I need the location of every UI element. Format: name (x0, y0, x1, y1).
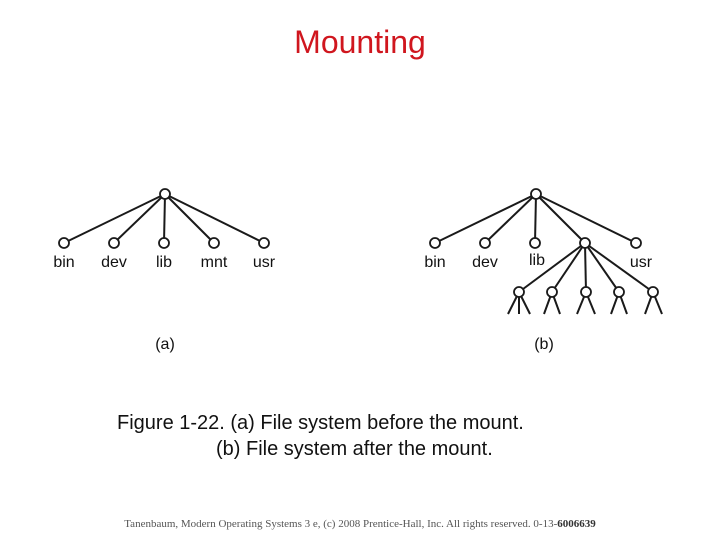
edge-mount-4 (584, 242, 620, 293)
tree-b-label-lib: lib (529, 252, 545, 269)
tree-b-node-dev (479, 237, 491, 249)
edge-b-lib (534, 193, 537, 244)
mounted-subtree (507, 242, 663, 315)
caption-line-1: Figure 1-22. (a) File system before the … (117, 412, 524, 434)
edge-b-mnt (535, 193, 586, 244)
tree-a-label-usr: usr (253, 254, 276, 271)
edge-b-dev (484, 193, 537, 244)
edge-mount-1 (518, 242, 586, 293)
tree-b-root-node (530, 188, 542, 200)
edge-mount-3 (584, 242, 587, 293)
tree-a-node-lib (158, 237, 170, 249)
edge-b-bin (434, 193, 537, 244)
footer-text: Tanenbaum, Modern Operating Systems 3 e,… (124, 518, 558, 530)
mounted-node-2 (546, 286, 558, 298)
edge-a-mnt (164, 193, 215, 244)
caption-line-2: (b) File system after the mount. (216, 438, 493, 460)
tree-a-root-node (159, 188, 171, 200)
tree-b-label-usr: usr (630, 254, 653, 271)
mounted-node-5 (647, 286, 659, 298)
figure-caption: Figure 1-22. (a) File system before the … (0, 410, 720, 462)
slide-title: Mounting (294, 24, 426, 60)
tree-a-node-bin (58, 237, 70, 249)
edge-a-usr (164, 193, 265, 244)
tree-a-label-bin: bin (53, 254, 74, 271)
tree-b-node-bin (429, 237, 441, 249)
mount-diagram: bin dev lib mnt usr (a) (53, 188, 663, 353)
edge-mount-2 (551, 242, 586, 293)
edge-a-lib (163, 193, 166, 244)
edge-b-usr (535, 193, 637, 244)
tree-b-label-bin: bin (424, 254, 445, 271)
tree-b-node-mount-point (579, 237, 591, 249)
tree-a-label-mnt: mnt (201, 254, 228, 271)
tree-b-node-lib (529, 237, 541, 249)
footer-isbn-tail: 6006639 (557, 518, 596, 530)
copyright-footer: Tanenbaum, Modern Operating Systems 3 e,… (0, 518, 720, 530)
tree-a: bin dev lib mnt usr (a) (53, 188, 276, 353)
mounted-node-4 (613, 286, 625, 298)
edge-mount-5 (584, 242, 654, 293)
mounted-node-3 (580, 286, 592, 298)
tree-a-node-mnt (208, 237, 220, 249)
tree-b-label-dev: dev (472, 254, 498, 271)
tree-a-label-lib: lib (156, 254, 172, 271)
tree-a-label-dev: dev (101, 254, 127, 271)
tree-a-node-usr (258, 237, 270, 249)
mounted-node-1 (513, 286, 525, 298)
tree-a-node-dev (108, 237, 120, 249)
panel-label-b: (b) (534, 336, 554, 353)
panel-label-a: (a) (155, 336, 175, 353)
tree-b-node-usr (630, 237, 642, 249)
edge-a-dev (113, 193, 166, 244)
tree-b: bin dev lib usr (b) (424, 188, 663, 353)
edge-a-bin (63, 193, 166, 244)
